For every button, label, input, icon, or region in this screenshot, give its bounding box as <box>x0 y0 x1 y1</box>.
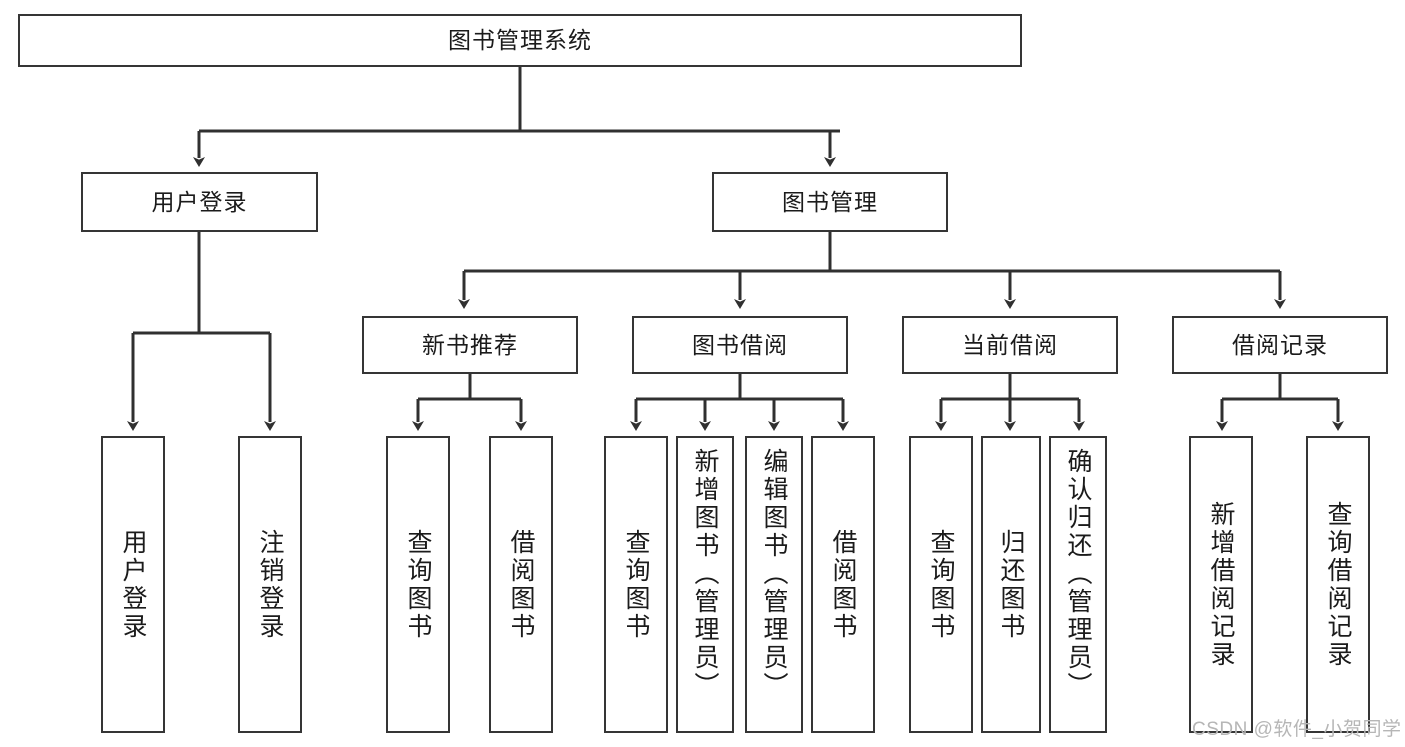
node-label: 当前借阅 <box>962 331 1058 358</box>
node-label: 确认归还（管理员） <box>1064 448 1092 700</box>
node-label: 用户登录 <box>151 188 248 215</box>
node-label: 查询图书 <box>927 528 955 641</box>
node-label: 新增借阅记录 <box>1207 500 1235 669</box>
leaf-add-borrow-record[interactable]: 新增借阅记录 <box>1189 436 1253 733</box>
leaf-user-login[interactable]: 用户登录 <box>101 436 165 733</box>
node-label: 借阅图书 <box>829 528 857 641</box>
node-label: 用户登录 <box>119 528 147 641</box>
node-current-borrow[interactable]: 当前借阅 <box>902 316 1118 374</box>
leaf-query-book-newbook[interactable]: 查询图书 <box>386 436 450 733</box>
node-label: 图书管理 <box>782 188 878 215</box>
node-label: 新书推荐 <box>422 331 518 358</box>
node-label: 图书借阅 <box>692 331 788 358</box>
node-label: 查询图书 <box>622 528 650 641</box>
node-root-system[interactable]: 图书管理系统 <box>18 14 1022 67</box>
node-label: 编辑图书（管理员） <box>760 448 788 700</box>
leaf-add-book-admin[interactable]: 新增图书（管理员） <box>676 436 734 733</box>
node-label: 注销登录 <box>256 528 284 641</box>
node-book-borrow[interactable]: 图书借阅 <box>632 316 848 374</box>
leaf-query-book-current[interactable]: 查询图书 <box>909 436 973 733</box>
node-borrow-record[interactable]: 借阅记录 <box>1172 316 1388 374</box>
leaf-return-book[interactable]: 归还图书 <box>981 436 1041 733</box>
node-label: 查询借阅记录 <box>1324 500 1352 669</box>
leaf-borrow-book-borrow[interactable]: 借阅图书 <box>811 436 875 733</box>
watermark-text: CSDN @软件_小贺同学 <box>1192 719 1402 740</box>
node-label: 图书管理系统 <box>448 27 592 54</box>
leaf-borrow-book-newbook[interactable]: 借阅图书 <box>489 436 553 733</box>
node-label: 新增图书（管理员） <box>691 448 719 700</box>
leaf-logout[interactable]: 注销登录 <box>238 436 302 733</box>
leaf-confirm-return-admin[interactable]: 确认归还（管理员） <box>1049 436 1107 733</box>
node-book-management[interactable]: 图书管理 <box>712 172 948 232</box>
leaf-query-book-borrow[interactable]: 查询图书 <box>604 436 668 733</box>
node-label: 借阅记录 <box>1232 331 1328 358</box>
leaf-query-borrow-record[interactable]: 查询借阅记录 <box>1306 436 1370 733</box>
node-label: 归还图书 <box>997 528 1025 641</box>
node-label: 查询图书 <box>404 528 432 641</box>
node-user-login[interactable]: 用户登录 <box>81 172 318 232</box>
node-new-book-recommend[interactable]: 新书推荐 <box>362 316 578 374</box>
node-label: 借阅图书 <box>507 528 535 641</box>
leaf-edit-book-admin[interactable]: 编辑图书（管理员） <box>745 436 803 733</box>
